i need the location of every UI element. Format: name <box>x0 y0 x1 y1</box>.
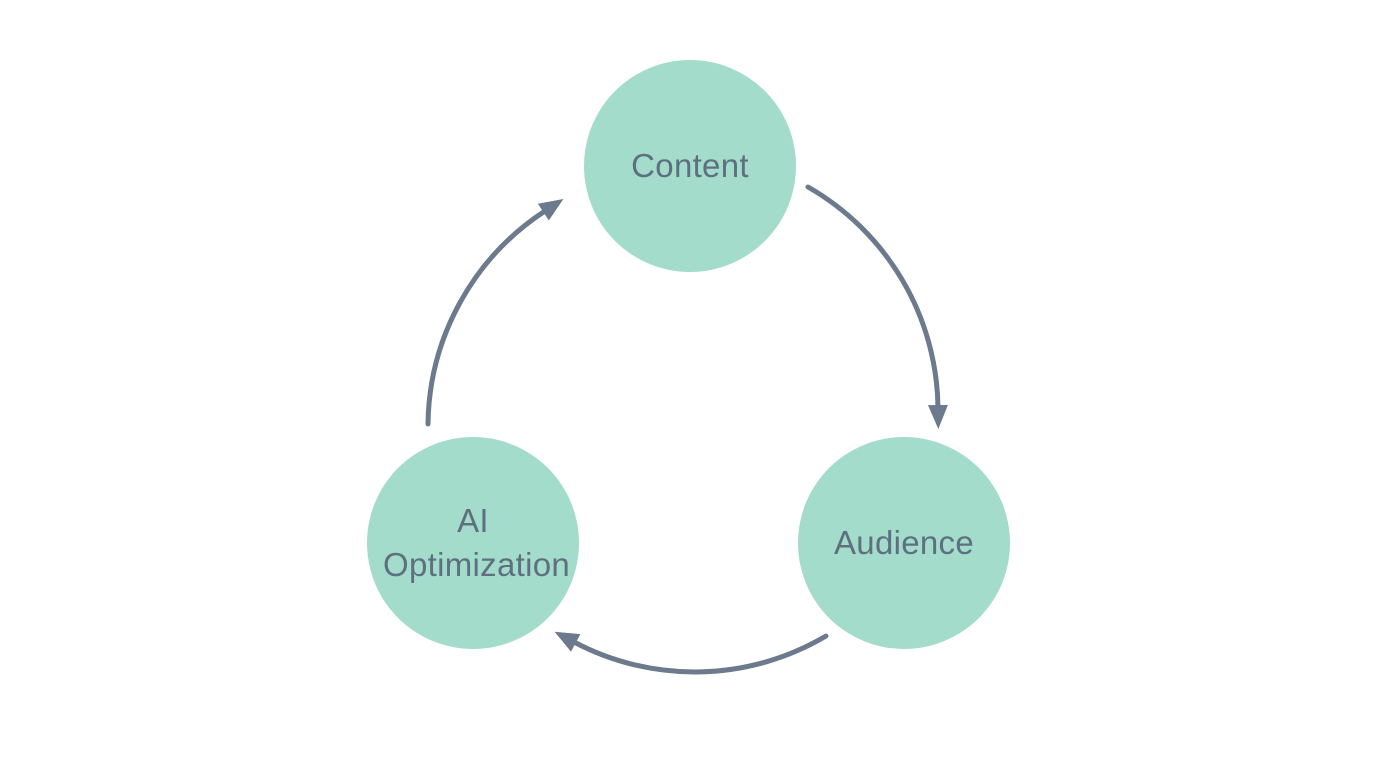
node-audience: Audience <box>798 437 1010 649</box>
node-ai-optimization-label: AI Optimization <box>383 502 571 583</box>
arrow-ai-optimization-to-content <box>425 198 564 427</box>
node-content-label: Content <box>631 147 749 185</box>
node-audience-label: Audience <box>833 524 974 562</box>
arrow-content-to-audience <box>805 184 948 429</box>
node-content: Content <box>584 60 796 272</box>
arrow-audience-to-ai-optimization <box>554 631 829 675</box>
node-ai-optimization: AI Optimization <box>367 437 579 649</box>
